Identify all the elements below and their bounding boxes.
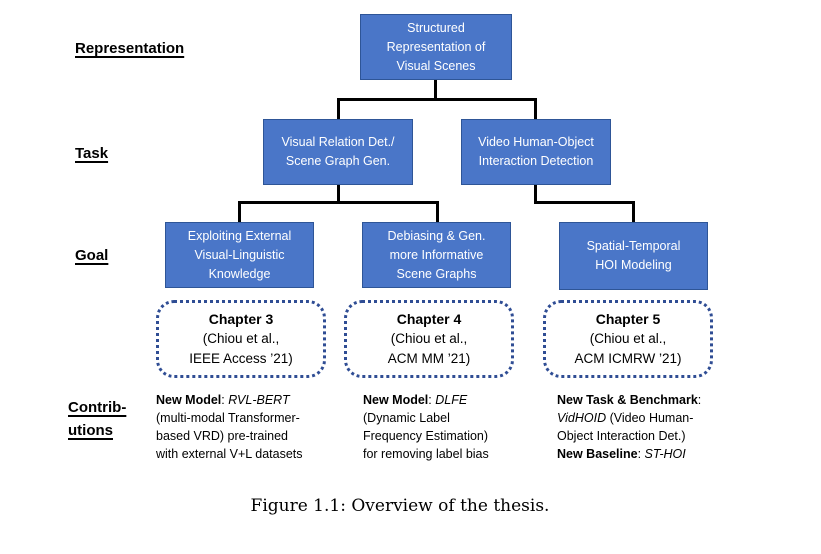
node-goal-spatial-temporal-hoi: Spatial-Temporal HOI Modeling — [559, 222, 708, 290]
row-label-representation: Representation — [75, 40, 185, 57]
chapter-3-citation: (Chiou et al., IEEE Access ’21) — [189, 331, 293, 366]
node-goal-debiasing: Debiasing & Gen. more Informative Scene … — [362, 222, 511, 288]
connector-task2-drop — [534, 98, 537, 119]
node-task-video-hoi-detection: Video Human-Object Interaction Detection — [461, 119, 611, 185]
connector-goal3-drop — [632, 201, 635, 222]
node-task-visual-relation-detection: Visual Relation Det./ Scene Graph Gen. — [263, 119, 413, 185]
chapter-4-box: Chapter 4 (Chiou et al., ACM MM ’21) — [344, 300, 514, 378]
node-label: Structured Representation of Visual Scen… — [386, 20, 486, 73]
chapter-3-box: Chapter 3 (Chiou et al., IEEE Access ’21… — [156, 300, 326, 378]
chapter-5-title: Chapter 5 — [595, 311, 661, 327]
node-label: Video Human-Object Interaction Detection — [478, 135, 594, 168]
connector-task2-stem — [534, 185, 537, 204]
connector-root-stem — [434, 80, 437, 101]
connector-task1-stem — [337, 185, 340, 204]
node-goal-external-knowledge: Exploiting External Visual-Linguistic Kn… — [165, 222, 314, 288]
node-label: Exploiting External Visual-Linguistic Kn… — [187, 228, 292, 281]
contribution-chapter-3: New Model: RVL-BERT(multi-modal Transfor… — [156, 393, 303, 461]
connector-goal2-drop — [436, 201, 439, 222]
node-label: Visual Relation Det./ Scene Graph Gen. — [281, 135, 395, 168]
row-label-contributions: Contrib- utions — [68, 399, 127, 439]
chapter-5-citation: (Chiou et al., ACM ICMRW ’21) — [574, 331, 682, 366]
contribution-chapter-5: New Task & Benchmark:VidHOID (Video Huma… — [557, 393, 702, 461]
node-label: Spatial-Temporal HOI Modeling — [586, 239, 681, 272]
connector-goals12-horizontal — [238, 201, 439, 204]
connector-goal3-horizontal — [534, 201, 635, 204]
figure-caption: Figure 1.1: Overview of the thesis. — [250, 496, 550, 516]
node-label: Debiasing & Gen. more Informative Scene … — [387, 228, 486, 281]
row-label-task: Task — [75, 145, 109, 162]
chapter-4-title: Chapter 4 — [396, 311, 462, 327]
connector-goal1-drop — [238, 201, 241, 222]
chapter-3-title: Chapter 3 — [208, 311, 274, 327]
chapter-4-citation: (Chiou et al., ACM MM ’21) — [387, 331, 471, 366]
row-label-goal: Goal — [75, 247, 109, 264]
chapter-5-box: Chapter 5 (Chiou et al., ACM ICMRW ’21) — [543, 300, 713, 378]
node-structured-representation: Structured Representation of Visual Scen… — [360, 14, 512, 80]
connector-tasks-horizontal — [337, 98, 537, 101]
connector-task1-drop — [337, 98, 340, 119]
